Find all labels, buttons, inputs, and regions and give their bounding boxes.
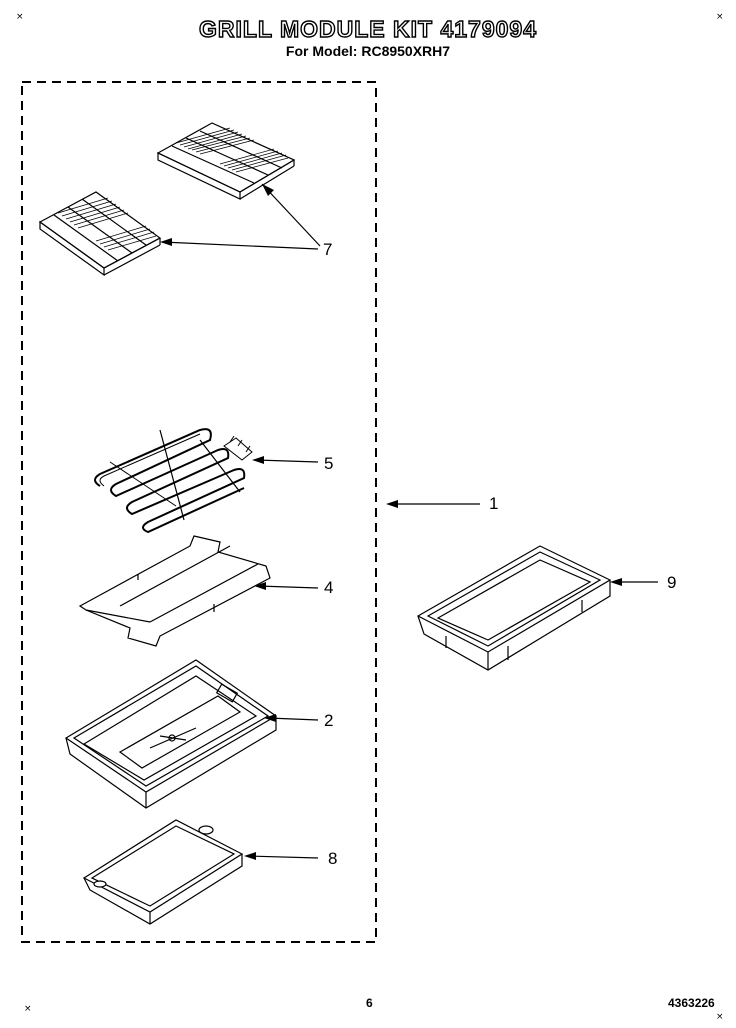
callout-9: 9 — [667, 573, 677, 592]
corner-mark-top-right: × — [716, 12, 724, 22]
arrowhead-2 — [264, 714, 276, 722]
heating-element — [94, 428, 253, 534]
arrowhead-7b — [160, 238, 172, 246]
arrowhead-1 — [386, 500, 398, 508]
model-subtitle: For Model: RC8950XRH7 — [285, 43, 451, 59]
document-number: 4363226 — [668, 996, 715, 1010]
grate-lower — [38, 191, 162, 277]
callout-4: 4 — [324, 578, 334, 597]
callout-2: 2 — [324, 711, 334, 730]
arrowhead-5 — [252, 456, 264, 464]
callout-7: 7 — [323, 240, 333, 259]
arrowhead-8 — [244, 852, 256, 860]
callout-1: 1 — [489, 494, 499, 513]
leader-line-7a — [261, 183, 321, 247]
arrowhead-4 — [254, 582, 266, 590]
corner-mark-top-left: × — [16, 12, 24, 22]
tray — [82, 819, 244, 925]
leader-line-8 — [247, 855, 319, 859]
callout-5: 5 — [324, 454, 334, 473]
corner-mark-bottom-right: × — [716, 1012, 724, 1022]
pan-9 — [416, 545, 612, 671]
page-number: 6 — [366, 996, 373, 1010]
module-boundary-dashed — [21, 81, 377, 943]
grate-upper — [156, 122, 296, 200]
page-title: GRILL MODULE KIT 4179094 — [198, 15, 537, 42]
drip-pan — [64, 659, 278, 809]
callout-8: 8 — [328, 849, 338, 868]
leader-line-4 — [257, 585, 319, 589]
arrowhead-7a — [262, 184, 274, 196]
reflector-shield — [78, 535, 271, 647]
leader-line-2 — [267, 717, 319, 721]
leader-line-5 — [255, 459, 319, 463]
arrowhead-9 — [610, 578, 622, 586]
corner-mark-bottom-left: × — [24, 1004, 32, 1014]
leader-line-7b — [161, 241, 319, 250]
